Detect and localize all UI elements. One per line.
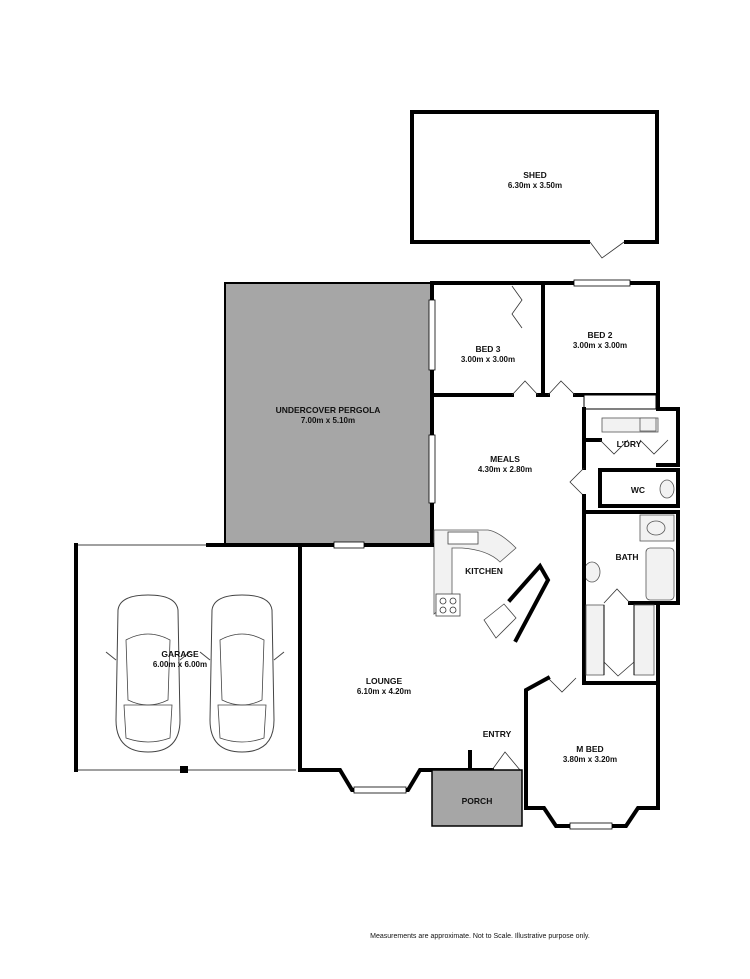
lounge: LOUNGE 6.10m x 4.20m [298, 541, 434, 794]
bed2-dims: 3.00m x 3.00m [573, 341, 627, 350]
pergola-label: UNDERCOVER PERGOLA [276, 405, 381, 415]
shed-label: SHED [523, 170, 547, 180]
bedrooms-north: BED 3 3.00m x 3.00m BED 2 3.00m x 3.00m [428, 279, 660, 410]
porch-label: PORCH [462, 796, 493, 806]
footer-note: Measurements are approximate. Not to Sca… [370, 933, 590, 940]
lounge-bay-window [353, 786, 407, 794]
entry-label: ENTRY [483, 729, 512, 739]
mbed-robe [633, 604, 655, 676]
hall-linen [585, 604, 605, 676]
kitchen-sink [447, 531, 479, 545]
kitchen-label: KITCHEN [465, 566, 503, 576]
bath-label: BATH [616, 552, 639, 562]
cooktop [435, 593, 461, 617]
shed: SHED 6.30m x 3.50m [410, 110, 659, 259]
meals-label: MEALS [490, 454, 520, 464]
shed-dims: 6.30m x 3.50m [508, 181, 562, 190]
bath-toilet [583, 561, 601, 583]
wc-label: WC [631, 485, 645, 495]
bed3-dims: 3.00m x 3.00m [461, 355, 515, 364]
mbed-dims: 3.80m x 3.20m [563, 755, 617, 764]
laundry-tub [639, 417, 657, 432]
bath-basin [646, 520, 666, 536]
lounge-label: LOUNGE [366, 676, 403, 686]
mbed-bay-window [569, 822, 613, 830]
lounge-rear-window [333, 541, 365, 549]
garage: GARAGE 6.00m x 6.00m [74, 543, 302, 773]
mbed-label: M BED [576, 744, 603, 754]
bed2-label: BED 2 [587, 330, 612, 340]
pergola-dims: 7.00m x 5.10m [301, 416, 355, 425]
garage-dims: 6.00m x 6.00m [153, 660, 207, 669]
pergola: UNDERCOVER PERGOLA 7.00m x 5.10m [224, 282, 433, 546]
bed3-label: BED 3 [475, 344, 500, 354]
kitchen-bench [433, 529, 517, 615]
bathtub [645, 547, 675, 601]
service-core: L'DRY WC BATH [569, 407, 680, 685]
laundry-label: L'DRY [617, 439, 642, 449]
bed2-window [573, 279, 631, 287]
entry: ENTRY PORCH [430, 729, 523, 827]
kitchen: KITCHEN [433, 529, 551, 643]
bed3-window [428, 299, 436, 371]
meals-dims: 4.30m x 2.80m [478, 465, 532, 474]
car-left-icon [105, 594, 191, 753]
porch [431, 769, 523, 827]
lounge-dims: 6.10m x 4.20m [357, 687, 411, 696]
car-right-icon [199, 594, 285, 753]
meals-window [428, 434, 436, 504]
master-wing: M BED 3.80m x 3.20m [524, 601, 660, 830]
dishwasher [483, 603, 517, 639]
garage-label: GARAGE [161, 649, 199, 659]
bath-vanity [639, 514, 675, 542]
meals: MEALS 4.30m x 2.80m [428, 393, 532, 547]
wc-toilet [659, 479, 675, 499]
